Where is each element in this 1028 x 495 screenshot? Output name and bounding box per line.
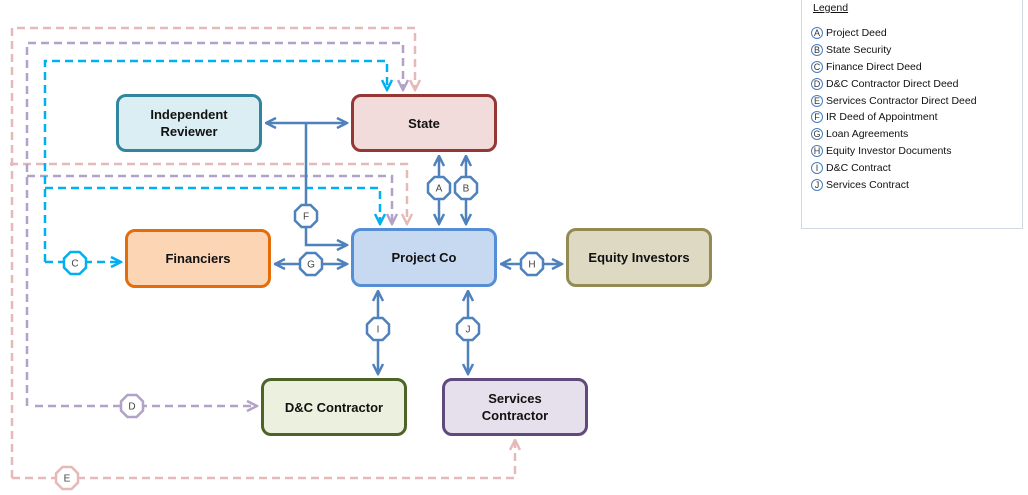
connector-label-j: J — [455, 316, 481, 342]
legend-key-badge: A — [811, 27, 823, 40]
connector-letter: G — [307, 260, 315, 271]
line-e-to-state — [10, 26, 415, 478]
line-c-to-project-co — [45, 186, 380, 224]
legend-key-badge: I — [811, 161, 823, 174]
line-d-to-project-co — [27, 174, 392, 224]
node-services-contractor[interactable]: Services Contractor — [442, 378, 588, 436]
node-independent-reviewer[interactable]: Independent Reviewer — [116, 94, 262, 152]
line-e-to-project-co — [10, 162, 407, 224]
octagon-shape — [54, 465, 80, 491]
octagon-shape — [119, 393, 145, 419]
octagon-shape — [293, 203, 319, 229]
connector-letter: I — [377, 325, 380, 336]
legend-item-label: State Security — [826, 44, 892, 57]
legend-key-badge: J — [811, 178, 823, 191]
line-c-to-state — [43, 59, 387, 262]
node-label: Equity Investors — [588, 250, 690, 265]
legend-title: Legend — [813, 2, 849, 14]
connector-label-e: E — [54, 465, 80, 491]
legend-item-label: Services Contractor Direct Deed — [826, 94, 977, 107]
connector-letter: F — [303, 212, 309, 223]
legend-key-badge: E — [811, 94, 823, 107]
octagon-shape — [426, 175, 452, 201]
line-d-to-state — [25, 41, 403, 406]
connector-letter: H — [528, 260, 535, 271]
connector-letter: E — [64, 474, 71, 485]
octagon-shape — [519, 251, 545, 277]
legend-key-badge: C — [811, 60, 823, 73]
node-financiers[interactable]: Financiers — [125, 229, 271, 288]
connector-label-i: I — [365, 316, 391, 342]
connector-label-c: C — [62, 250, 88, 276]
legend-item-label: D&C Contract — [826, 161, 891, 174]
octagon-shape — [298, 251, 324, 277]
legend-item-label: Finance Direct Deed — [826, 60, 922, 73]
legend-item-label: Services Contract — [826, 178, 909, 191]
node-label: Financiers — [165, 251, 231, 266]
node-project-co[interactable]: Project Co — [351, 228, 497, 287]
node-label: Services Contractor — [481, 391, 549, 423]
node-label: D&C Contractor — [284, 399, 384, 415]
connector-label-f: F — [293, 203, 319, 229]
legend-item-label: Project Deed — [826, 27, 887, 40]
legend-item-label: D&C Contractor Direct Deed — [826, 77, 959, 90]
node-label: Independent Reviewer — [150, 107, 228, 139]
connector-letter: A — [436, 184, 443, 195]
legend-key-badge: B — [811, 44, 823, 57]
connector-letter: C — [71, 259, 78, 270]
connector-label-g: G — [298, 251, 324, 277]
line-e-to-services-contractor — [12, 440, 515, 480]
octagon-shape — [365, 316, 391, 342]
connector-label-a: A — [426, 175, 452, 201]
connector-letter: B — [463, 184, 470, 195]
octagon-shape — [453, 175, 479, 201]
legend-key-badge: D — [811, 77, 823, 90]
connector-label-h: H — [519, 251, 545, 277]
connector-letter: D — [128, 402, 135, 413]
line-f-to-project-co — [304, 123, 347, 245]
node-dc-contractor[interactable]: D&C Contractor — [261, 378, 407, 436]
octagon-shape — [62, 250, 88, 276]
legend-item-label: Loan Agreements — [826, 128, 909, 141]
legend-key-badge: G — [811, 128, 823, 141]
legend-key-badge: F — [811, 111, 823, 124]
connector-label-b: B — [453, 175, 479, 201]
legend-item-label: Equity Investor Documents — [826, 144, 952, 157]
connector-label-d: D — [119, 393, 145, 419]
node-state[interactable]: State — [351, 94, 497, 152]
node-label: State — [408, 115, 440, 131]
node-equity-investors[interactable]: Equity Investors — [566, 228, 712, 287]
connector-letter: J — [466, 325, 471, 336]
node-label: Project Co — [391, 250, 457, 265]
legend-item-label: IR Deed of Appointment — [826, 111, 938, 124]
octagon-shape — [455, 316, 481, 342]
legend-key-badge: H — [811, 144, 823, 157]
